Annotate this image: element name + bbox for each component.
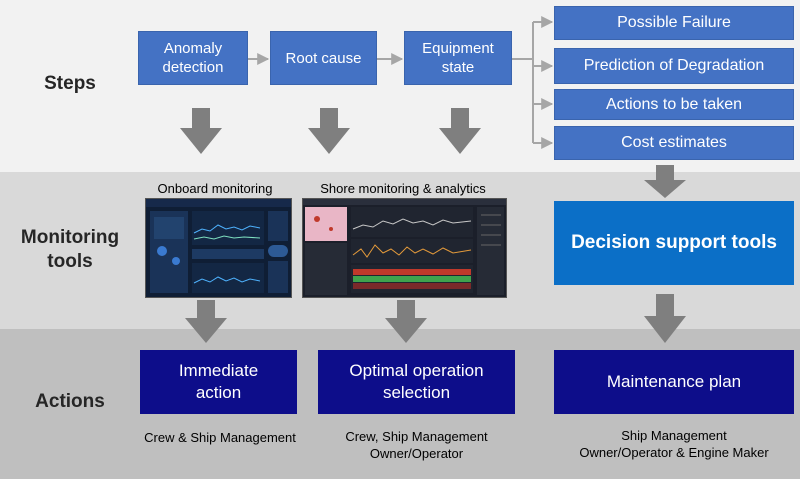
step-root-cause: Root cause <box>270 31 377 85</box>
decision-support-tools-box: Decision support tools <box>554 201 794 285</box>
row-label-steps: Steps <box>44 73 96 94</box>
result-actions-to-be-taken: Actions to be taken <box>554 89 794 120</box>
shore-dashboard-graphic <box>303 199 506 295</box>
action-optimal-line2: selection <box>382 383 451 402</box>
step-equipment-line2: state <box>441 59 475 76</box>
shore-monitoring-screenshot <box>302 198 507 298</box>
step-anomaly-line2: detection <box>162 59 224 76</box>
result-cost-estimates: Cost estimates <box>554 126 794 160</box>
step-equipment-line1: Equipment <box>422 40 494 57</box>
action-immediate-line1: Immediate <box>178 361 259 380</box>
action-maintenance-plan: Maintenance plan <box>554 350 794 414</box>
caption-optimal-line2: Owner/Operator <box>369 446 464 461</box>
down-arrow-equipment <box>439 108 481 154</box>
down-arrow-onboard <box>185 300 227 343</box>
onboard-monitoring-screenshot <box>145 198 292 298</box>
step-anomaly-line1: Anomaly <box>163 40 223 57</box>
down-arrow-results <box>644 165 686 198</box>
result-prediction-degradation: Prediction of Degradation <box>554 48 794 84</box>
caption-optimal-operation: Crew, Ship Management Owner/Operator <box>318 428 515 462</box>
caption-immediate-action: Crew & Ship Management <box>144 430 296 445</box>
down-arrow-decision <box>644 294 686 343</box>
action-immediate-line2: action <box>195 383 242 402</box>
caption-optimal-line1: Crew, Ship Management <box>345 429 488 444</box>
caption-maintenance-line1: Ship Management <box>621 428 727 443</box>
caption-maintenance-plan: Ship Management Owner/Operator & Engine … <box>550 427 798 461</box>
action-optimal-operation: Optimal operation selection <box>318 350 515 414</box>
row-label-actions: Actions <box>35 391 105 412</box>
action-immediate: Immediate action <box>140 350 297 414</box>
down-arrow-root <box>308 108 350 154</box>
row-label-monitoring-line2: tools <box>47 251 93 272</box>
step-equipment-state: Equipment state <box>404 31 512 85</box>
result-possible-failure: Possible Failure <box>554 6 794 40</box>
caption-onboard-monitoring: Onboard monitoring <box>157 181 273 196</box>
step-anomaly-detection: Anomaly detection <box>138 31 248 85</box>
row-label-monitoring: Monitoring tools <box>5 226 135 274</box>
caption-maintenance-line2: Owner/Operator & Engine Maker <box>579 445 769 460</box>
step-root-cause-label: Root cause <box>285 49 362 67</box>
row-label-monitoring-line1: Monitoring <box>20 227 120 248</box>
down-arrow-anomaly <box>180 108 222 154</box>
onboard-dashboard-graphic <box>146 199 291 293</box>
down-arrow-shore <box>385 300 427 343</box>
caption-shore-monitoring: Shore monitoring & analytics <box>320 181 486 196</box>
action-optimal-line1: Optimal operation <box>349 361 484 380</box>
